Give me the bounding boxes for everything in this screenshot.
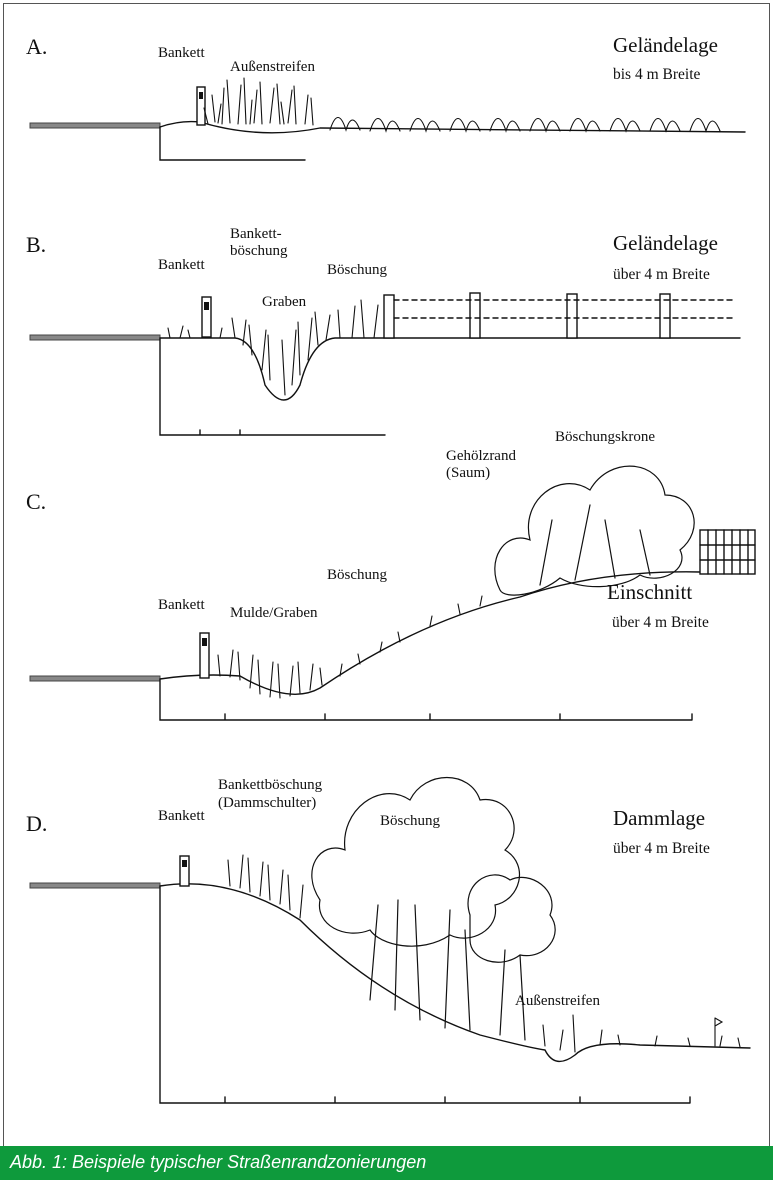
- section-a-subtitle: bis 4 m Breite: [613, 66, 700, 84]
- section-b-drawing: [30, 293, 740, 435]
- label-boeschungskrone-c: Böschungskrone: [555, 428, 655, 446]
- section-c-letter: C.: [26, 489, 46, 515]
- label-dammschulter-d: (Dammschulter): [218, 794, 316, 812]
- label-bankett-c: Bankett: [158, 596, 205, 614]
- label-gehoelzrand-c: Gehölzrand: [446, 447, 516, 465]
- section-d-title: Dammlage: [613, 806, 705, 831]
- road-surface-a: [30, 123, 160, 128]
- label-boeschung-b: Böschung: [327, 261, 387, 279]
- scale-bar-d: [160, 886, 690, 1103]
- section-b-letter: B.: [26, 232, 46, 258]
- section-d-subtitle: über 4 m Breite: [613, 840, 710, 858]
- section-c-title: Einschnitt: [607, 580, 692, 605]
- label-mulde-graben-c: Mulde/Graben: [230, 604, 317, 622]
- label-bankett-d: Bankett: [158, 807, 205, 825]
- tree-group-c: [495, 466, 694, 595]
- section-a-drawing: [30, 78, 745, 160]
- section-b-subtitle: über 4 m Breite: [613, 266, 710, 284]
- label-boeschung-d: Böschung: [380, 812, 440, 830]
- fence-c: [700, 530, 755, 574]
- road-surface-b: [30, 335, 160, 340]
- label-bankettboeschung-b-line2: böschung: [230, 242, 288, 260]
- ground-line-b: [160, 338, 740, 400]
- fence-b: [384, 293, 735, 338]
- caption-bar: Abb. 1: Beispiele typischer Straßenrandz…: [0, 1146, 773, 1180]
- vegetation-b: [168, 300, 378, 395]
- label-bankettboeschung-b-line1: Bankett-: [230, 225, 282, 243]
- section-c-subtitle: über 4 m Breite: [612, 614, 709, 632]
- label-bankett-a: Bankett: [158, 44, 205, 62]
- label-bankett-b: Bankett: [158, 256, 205, 274]
- section-a-letter: A.: [26, 34, 47, 60]
- section-b-title: Geländelage: [613, 231, 718, 256]
- label-saum-c: (Saum): [446, 464, 490, 482]
- figure-caption: Abb. 1: Beispiele typischer Straßenrandz…: [10, 1152, 426, 1173]
- label-graben-b: Graben: [262, 293, 306, 311]
- label-boeschung-c: Böschung: [327, 566, 387, 584]
- road-surface-d: [30, 883, 160, 888]
- ground-line-d: [160, 884, 750, 1062]
- label-bankettboeschung-d: Bankettböschung: [218, 776, 322, 794]
- section-a-title: Geländelage: [613, 33, 718, 58]
- scale-bar-c: [160, 679, 692, 720]
- label-aussenstreifen-d: Außenstreifen: [515, 992, 600, 1010]
- label-aussenstreifen-a: Außenstreifen: [230, 58, 315, 76]
- road-surface-c: [30, 676, 160, 681]
- section-d-letter: D.: [26, 811, 47, 837]
- vegetation-a: [204, 78, 313, 125]
- vegetation-d: [228, 855, 740, 1052]
- scale-bar-b: [160, 338, 385, 435]
